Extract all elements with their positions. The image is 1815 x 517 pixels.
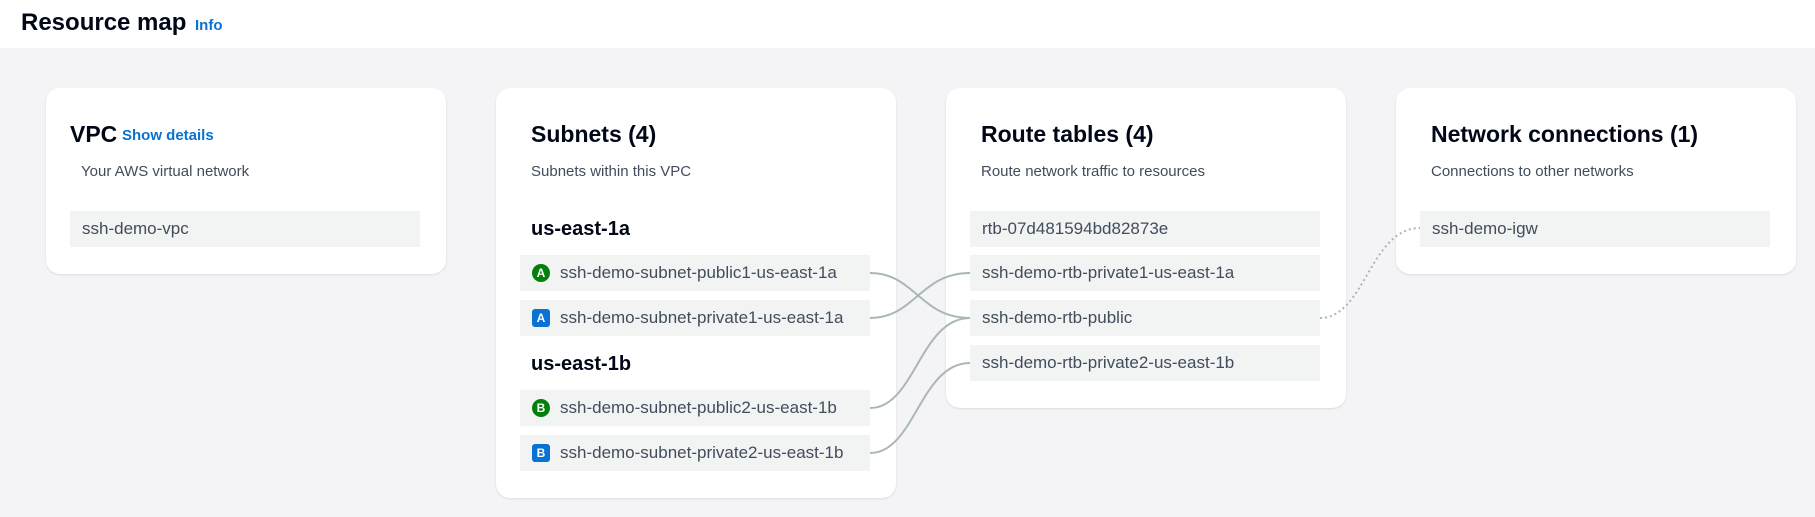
az-heading-us-east-1b: us-east-1b — [531, 353, 632, 375]
show-details-link[interactable]: Show details — [122, 127, 214, 144]
header-bar: Resource map Info — [0, 0, 1815, 48]
az-heading-us-east-1a: us-east-1a — [531, 218, 630, 240]
network-connection-item[interactable]: ssh-demo-igw — [1420, 211, 1770, 247]
public-subnet-badge-icon: B — [532, 399, 550, 417]
vpc-card: VPC Show details Your AWS virtual networ… — [46, 88, 446, 274]
info-link[interactable]: Info — [195, 17, 223, 34]
page-title: Resource map — [21, 9, 187, 36]
public-subnet-badge-icon: A — [532, 264, 550, 282]
subnet-item[interactable]: B ssh-demo-subnet-private2-us-east-1b — [520, 435, 870, 471]
route-table-item[interactable]: ssh-demo-rtb-public — [970, 300, 1320, 336]
private-subnet-badge-icon: A — [532, 309, 550, 327]
subnets-description: Subnets within this VPC — [531, 163, 692, 180]
vpc-title: VPC — [70, 121, 118, 147]
subnet-label: ssh-demo-subnet-public1-us-east-1a — [560, 263, 837, 282]
network-connections-title: Network connections (1) — [1431, 121, 1699, 147]
subnets-card: Subnets (4) Subnets within this VPC us-e… — [496, 88, 896, 498]
vpc-description: Your AWS virtual network — [81, 163, 250, 180]
vpc-item[interactable]: ssh-demo-vpc — [70, 211, 420, 247]
subnet-item[interactable]: A ssh-demo-subnet-public1-us-east-1a — [520, 255, 870, 291]
route-tables-title: Route tables (4) — [981, 121, 1154, 147]
route-table-item[interactable]: ssh-demo-rtb-private1-us-east-1a — [970, 255, 1320, 291]
route-table-item[interactable]: rtb-07d481594bd82873e — [970, 211, 1320, 247]
route-tables-description: Route network traffic to resources — [981, 163, 1205, 180]
subnets-title: Subnets (4) — [531, 121, 657, 147]
route-tables-card: Route tables (4) Route network traffic t… — [946, 88, 1346, 408]
subnet-label: ssh-demo-subnet-private2-us-east-1b — [560, 443, 844, 462]
subnet-item[interactable]: A ssh-demo-subnet-private1-us-east-1a — [520, 300, 870, 336]
subnet-label: ssh-demo-subnet-private1-us-east-1a — [560, 308, 844, 327]
subnet-item[interactable]: B ssh-demo-subnet-public2-us-east-1b — [520, 390, 870, 426]
network-connections-description: Connections to other networks — [1431, 163, 1634, 180]
subnet-label: ssh-demo-subnet-public2-us-east-1b — [560, 398, 837, 417]
route-table-item[interactable]: ssh-demo-rtb-private2-us-east-1b — [970, 345, 1320, 381]
network-connections-card: Network connections (1) Connections to o… — [1396, 88, 1796, 274]
private-subnet-badge-icon: B — [532, 444, 550, 462]
